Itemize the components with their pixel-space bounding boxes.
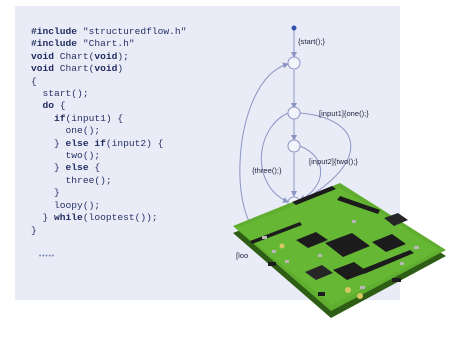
code-keyword: void bbox=[94, 50, 118, 62]
code-text: (looptest()); bbox=[82, 212, 158, 224]
code-text: "structuredflow.h" bbox=[77, 26, 187, 37]
code-keyword: if bbox=[54, 112, 66, 124]
code-text: } bbox=[31, 162, 66, 174]
code-keyword: void bbox=[31, 50, 55, 62]
flow-label-start: {start();} bbox=[298, 37, 325, 46]
flow-label-one: [input1]{one();} bbox=[319, 109, 369, 118]
ellipsis-dots: ••••• bbox=[38, 253, 55, 261]
code-text: Chart( bbox=[54, 63, 95, 75]
flow-node bbox=[287, 56, 301, 70]
code-text: } bbox=[31, 212, 55, 224]
code-text: (input2) { bbox=[105, 137, 164, 149]
code-keyword: do bbox=[42, 100, 55, 112]
code-keyword: #include bbox=[31, 26, 78, 37]
code-keyword: void bbox=[94, 63, 118, 75]
code-keyword: while bbox=[54, 212, 83, 224]
start-dot bbox=[291, 25, 297, 31]
code-text: one(); bbox=[31, 125, 101, 137]
code-text: loopy(); bbox=[31, 199, 101, 211]
code-keyword: void bbox=[31, 63, 55, 75]
code-text: { bbox=[31, 75, 37, 87]
code-text: } bbox=[31, 224, 37, 236]
code-text: } bbox=[31, 137, 66, 149]
flow-node bbox=[287, 139, 301, 153]
flow-label-two: [input2]{two();} bbox=[309, 157, 358, 166]
code-text: ) bbox=[117, 63, 124, 75]
code-text: three(); bbox=[31, 174, 112, 186]
code-text: Chart( bbox=[54, 50, 95, 62]
flow-label-three: {three();} bbox=[252, 166, 282, 175]
code-text: ); bbox=[117, 50, 129, 62]
code-keyword: #include bbox=[31, 38, 78, 50]
code-text: } bbox=[31, 187, 60, 199]
code-text: { bbox=[88, 162, 101, 174]
flow-label-loop: [loo bbox=[236, 251, 248, 260]
code-listing: #include "structuredflow.h" #include "Ch… bbox=[31, 26, 186, 237]
code-text: (input1) { bbox=[65, 112, 124, 124]
code-text: start(); bbox=[31, 88, 89, 100]
flow-node bbox=[287, 106, 301, 120]
code-text: two(); bbox=[31, 150, 101, 162]
code-text: "Chart.h" bbox=[77, 38, 135, 50]
code-keyword: else bbox=[65, 162, 89, 174]
code-keyword: else if bbox=[65, 137, 106, 149]
code-text: { bbox=[54, 100, 66, 112]
